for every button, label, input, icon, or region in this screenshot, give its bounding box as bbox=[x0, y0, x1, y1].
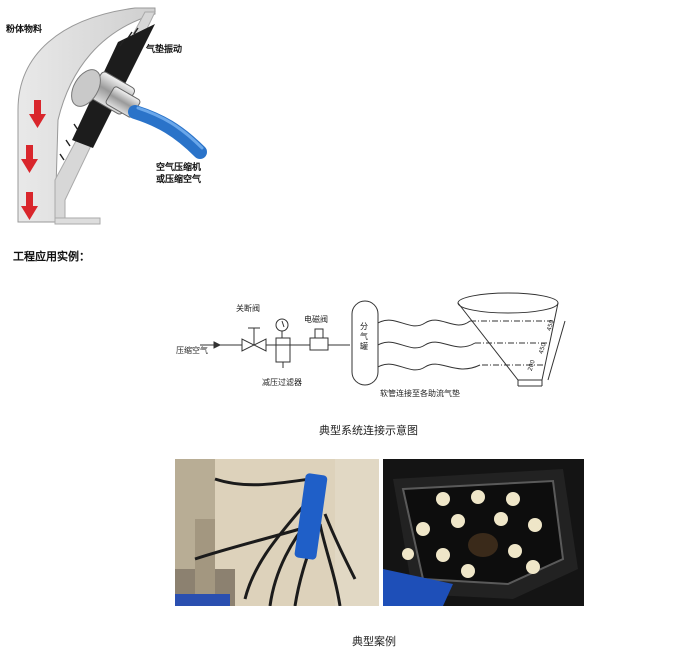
label-pad-vibration: 气垫振动 bbox=[146, 45, 183, 55]
label-hose-note: 软管连接至各助流气垫 bbox=[380, 389, 460, 398]
air-pad-illustration bbox=[0, 0, 230, 235]
label-solenoid-valve: 电磁阀 bbox=[304, 315, 328, 324]
label-powder-material: 粉体物料 bbox=[6, 25, 43, 35]
section-title: 工程应用实例： bbox=[13, 250, 90, 263]
schematic-caption: 典型系统连接示意图 bbox=[319, 424, 418, 437]
label-air-source-1: 空气压缩机 bbox=[156, 163, 202, 173]
label-distribution-tank: 分气罐 bbox=[360, 322, 368, 351]
label-filter-regulator: 减压过滤器 bbox=[262, 378, 302, 387]
case-photo-hopper bbox=[383, 459, 584, 606]
label-compressed-air: 压缩空气 bbox=[176, 346, 208, 355]
system-schematic bbox=[170, 288, 590, 403]
label-shutoff-valve: 关断阀 bbox=[236, 304, 260, 313]
label-air-source-2: 或压缩空气 bbox=[156, 175, 202, 185]
case-photo-manifold bbox=[175, 459, 379, 606]
flow-arrows bbox=[21, 100, 46, 220]
photos-caption: 典型案例 bbox=[352, 635, 396, 648]
